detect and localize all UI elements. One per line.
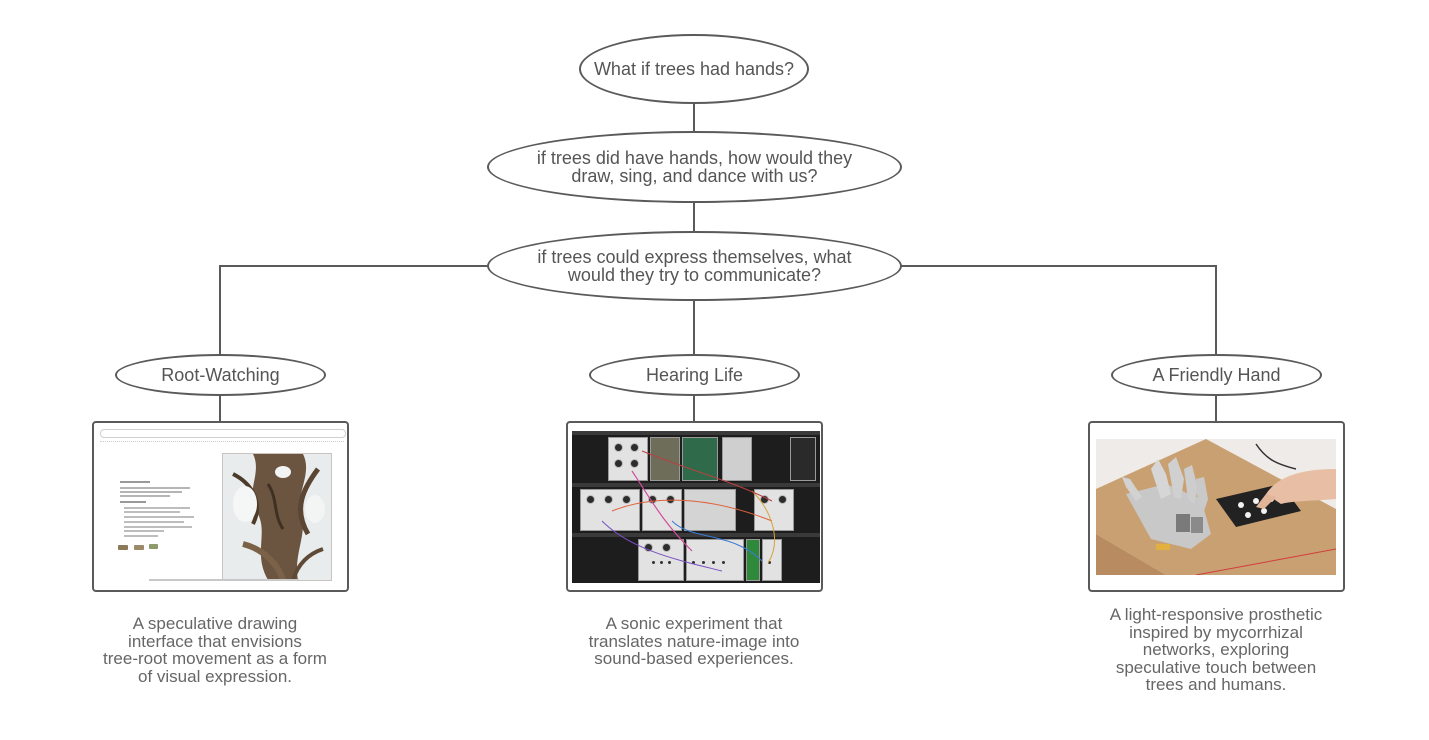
hearing-life-caption: A sonic experiment that translates natur… bbox=[554, 615, 834, 668]
node-question-1-text: What if trees had hands? bbox=[593, 59, 795, 79]
node-question-3-line-1: if trees could express themselves, what bbox=[537, 247, 852, 267]
browser-bookmarks-bar bbox=[100, 438, 344, 442]
hearing-life-caption-line-1: A sonic experiment that bbox=[605, 614, 783, 633]
node-question-3: if trees could express themselves, what … bbox=[487, 231, 902, 301]
friendly-hand-caption-line-4: speculative touch between bbox=[1115, 657, 1317, 677]
root-watching-thumbnail bbox=[92, 421, 349, 592]
root-watching-caption-line-1: A speculative drawing bbox=[132, 614, 298, 633]
node-friendly-hand-title: A Friendly Hand bbox=[1152, 365, 1281, 385]
friendly-hand-caption-line-1: A light-responsive prosthetic bbox=[1109, 605, 1323, 624]
root-watching-caption: A speculative drawing interface that env… bbox=[80, 615, 350, 685]
prosthetic-hand-photo bbox=[1096, 439, 1336, 575]
node-question-2: if trees did have hands, how would they … bbox=[487, 131, 902, 203]
modular-synth-screenshot bbox=[572, 431, 820, 583]
clear-button bbox=[134, 545, 144, 550]
friendly-hand-caption-line-2: inspired by mycorrhizal bbox=[1129, 622, 1303, 642]
link-q3-root bbox=[219, 265, 489, 356]
hearing-life-caption-line-3: sound-based experiences. bbox=[594, 649, 794, 668]
node-question-3-line-2: would they try to communicate? bbox=[567, 265, 822, 285]
node-hearing-life: Hearing Life bbox=[589, 354, 800, 396]
node-question-1: What if trees had hands? bbox=[579, 34, 809, 104]
tree-root-photo bbox=[222, 453, 332, 581]
browser-address-bar bbox=[100, 429, 346, 438]
root-watching-caption-line-2: interface that envisions bbox=[128, 631, 302, 651]
node-root-watching-title: Root-Watching bbox=[161, 365, 280, 385]
node-question-2-line-1: if trees did have hands, how would they bbox=[536, 148, 853, 168]
node-friendly-hand: A Friendly Hand bbox=[1111, 354, 1322, 396]
friendly-hand-caption-line-3: networks, exploring bbox=[1142, 640, 1290, 659]
root-watching-caption-line-3: tree-root movement as a form bbox=[103, 649, 327, 668]
friendly-hand-thumbnail bbox=[1088, 421, 1345, 592]
hearing-life-caption-line-2: translates nature-image into bbox=[588, 631, 800, 651]
link-q3-hand bbox=[900, 265, 1217, 356]
friendly-hand-caption-line-5: trees and humans. bbox=[1145, 675, 1287, 694]
save-button bbox=[149, 544, 158, 549]
hearing-life-thumbnail bbox=[566, 421, 823, 592]
draw-button bbox=[118, 545, 128, 550]
node-hearing-life-title: Hearing Life bbox=[645, 365, 744, 385]
root-watching-caption-line-4: of visual expression. bbox=[137, 666, 293, 686]
node-question-2-line-2: draw, sing, and dance with us? bbox=[571, 166, 818, 186]
friendly-hand-caption: A light-responsive prosthetic inspired b… bbox=[1076, 606, 1356, 694]
node-root-watching: Root-Watching bbox=[115, 354, 326, 396]
